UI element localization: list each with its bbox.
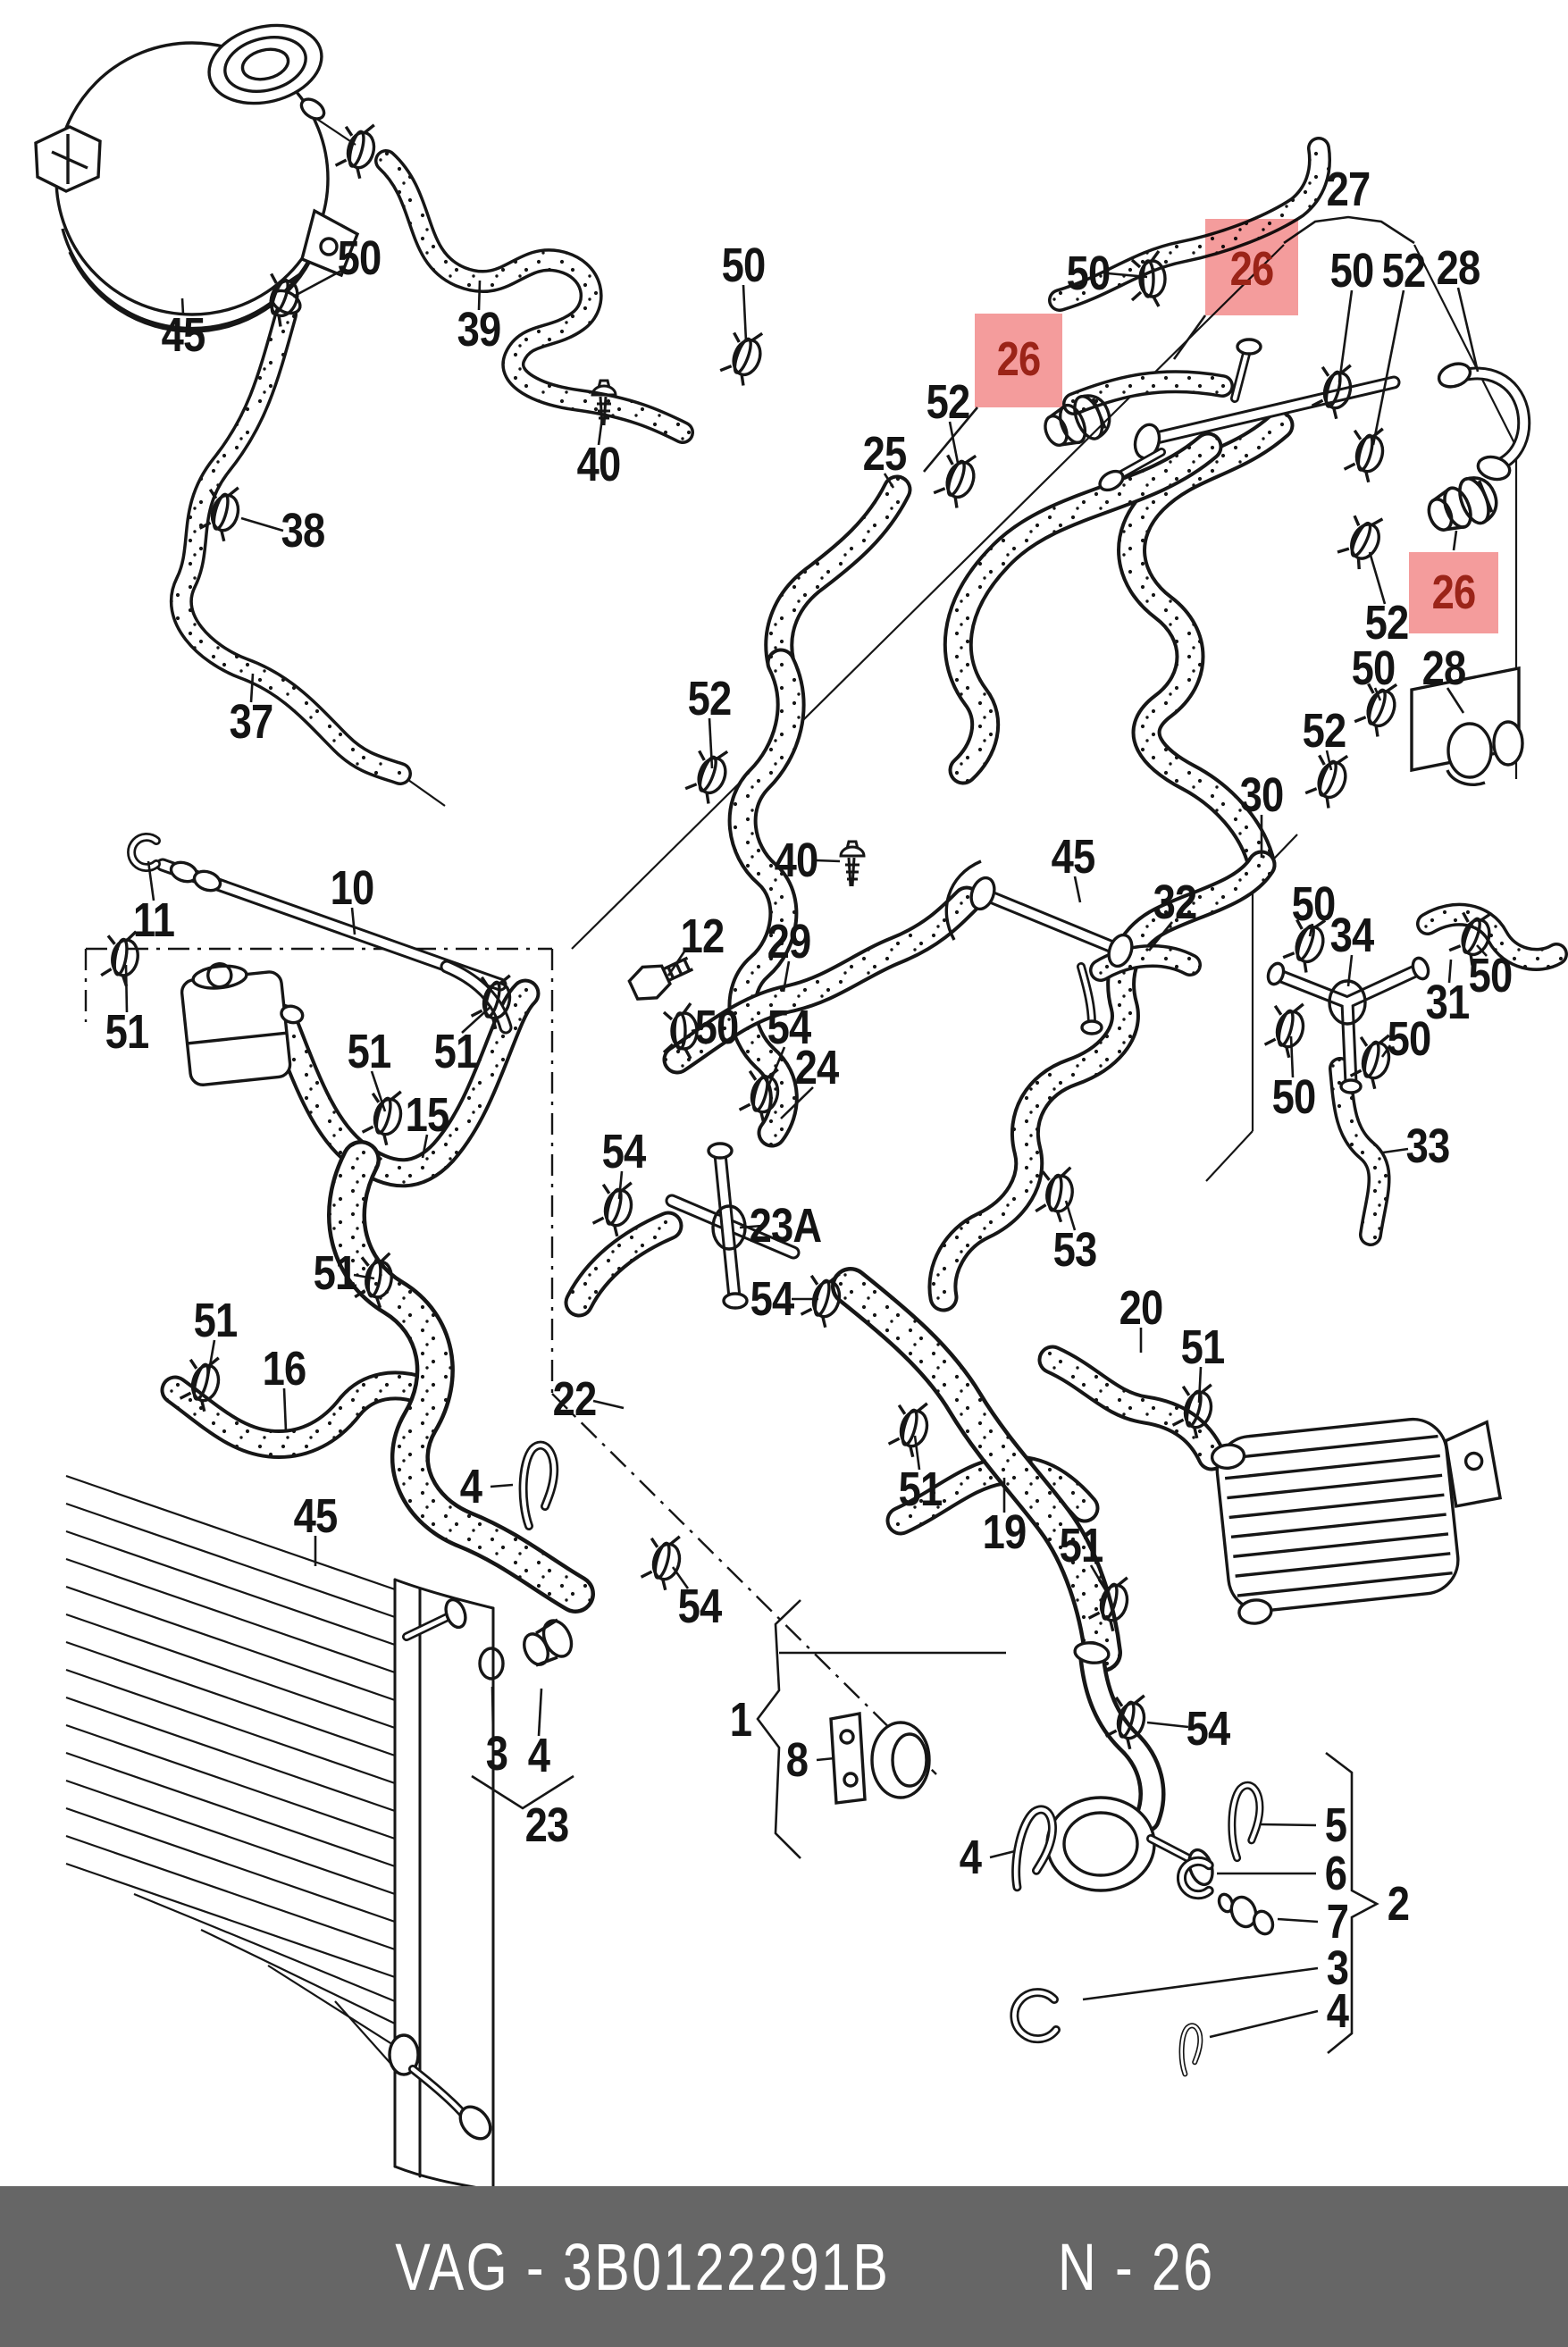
oil-cooler [1210, 1417, 1503, 1625]
y-junction [1266, 956, 1430, 1094]
spring-clip-4c [1182, 2025, 1201, 2074]
radiator [65, 1474, 574, 2284]
cross-junction [665, 1142, 801, 1310]
expansion-tank [34, 23, 360, 333]
footer-page-number: N - 26 [1057, 2229, 1215, 2304]
thermostat-pipe [944, 859, 1134, 1035]
expander-rivet [839, 840, 866, 888]
footer-part-code: VAG - 3B0122291B [395, 2229, 891, 2304]
boundary-lines [84, 105, 1518, 1775]
connector-28-right [1410, 666, 1524, 786]
spring-clip-4b [1011, 1806, 1056, 1891]
bolt [627, 956, 694, 1001]
spring-clip-5 [1232, 1785, 1260, 1857]
water-flange [1010, 1641, 1275, 2044]
temp-sensor [1217, 1892, 1275, 1936]
quick-coupling-26-b [1420, 469, 1505, 542]
aux-reservoir [180, 961, 305, 1086]
sensor-holder [829, 1711, 931, 1805]
leader-lines [124, 269, 1488, 2039]
spring-clip-4a [524, 1446, 555, 1526]
footer-bar: VAG - 3B0122291B N - 26 [0, 2186, 1568, 2347]
group-brackets [471, 215, 1415, 2055]
coolant-pipe [131, 837, 513, 1035]
hose-manifold [1098, 338, 1531, 492]
